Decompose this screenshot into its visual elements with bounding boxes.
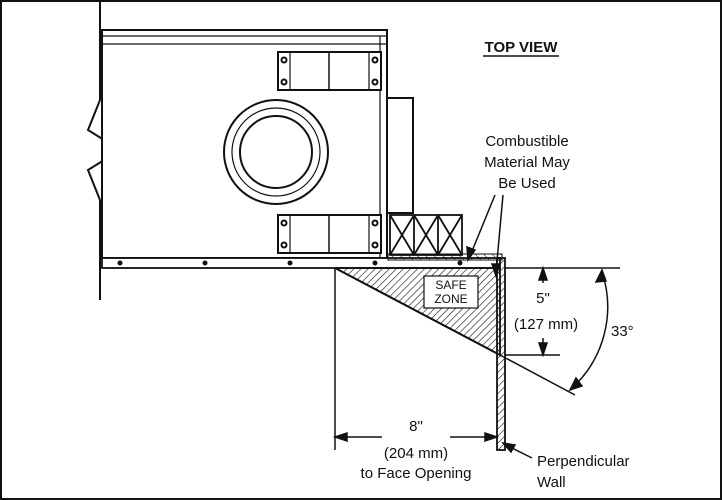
safe-zone-label: SAFE ZONE xyxy=(423,275,479,309)
vertical-dim-mm: (127 mm) xyxy=(514,316,578,333)
wall-label-line-2: Wall xyxy=(537,474,566,491)
safe-zone-line-2: ZONE xyxy=(434,292,467,306)
combustible-line-3: Be Used xyxy=(498,175,556,192)
perpendicular-wall xyxy=(496,257,506,451)
combustible-block xyxy=(387,214,503,261)
combustible-leaders xyxy=(466,194,504,279)
safe-zone-line-1: SAFE xyxy=(435,278,466,292)
combustible-note: Combustible Material May Be Used xyxy=(484,133,570,192)
horizontal-dim-note: to Face Opening xyxy=(361,465,472,482)
angle-label: 33° xyxy=(611,323,634,340)
combustible-line-2: Material May xyxy=(484,154,570,171)
combustible-line-1: Combustible xyxy=(485,133,568,150)
lower-bracket xyxy=(277,214,382,254)
vertical-dim-inches: 5" xyxy=(536,290,550,307)
safe-zone-outline xyxy=(334,267,501,356)
upper-bracket xyxy=(277,51,382,91)
horizontal-dim-mm: (204 mm) xyxy=(384,445,448,462)
horizontal-dim-inches: 8" xyxy=(409,418,423,435)
vertical-dimension xyxy=(505,265,620,358)
flue-collar xyxy=(223,99,329,205)
wall-label-line-1: Perpendicular xyxy=(537,453,630,470)
wall-leader xyxy=(501,441,533,459)
view-title: TOP VIEW xyxy=(485,39,559,56)
horizontal-dimension xyxy=(332,431,500,443)
angle-indicator xyxy=(499,268,609,396)
